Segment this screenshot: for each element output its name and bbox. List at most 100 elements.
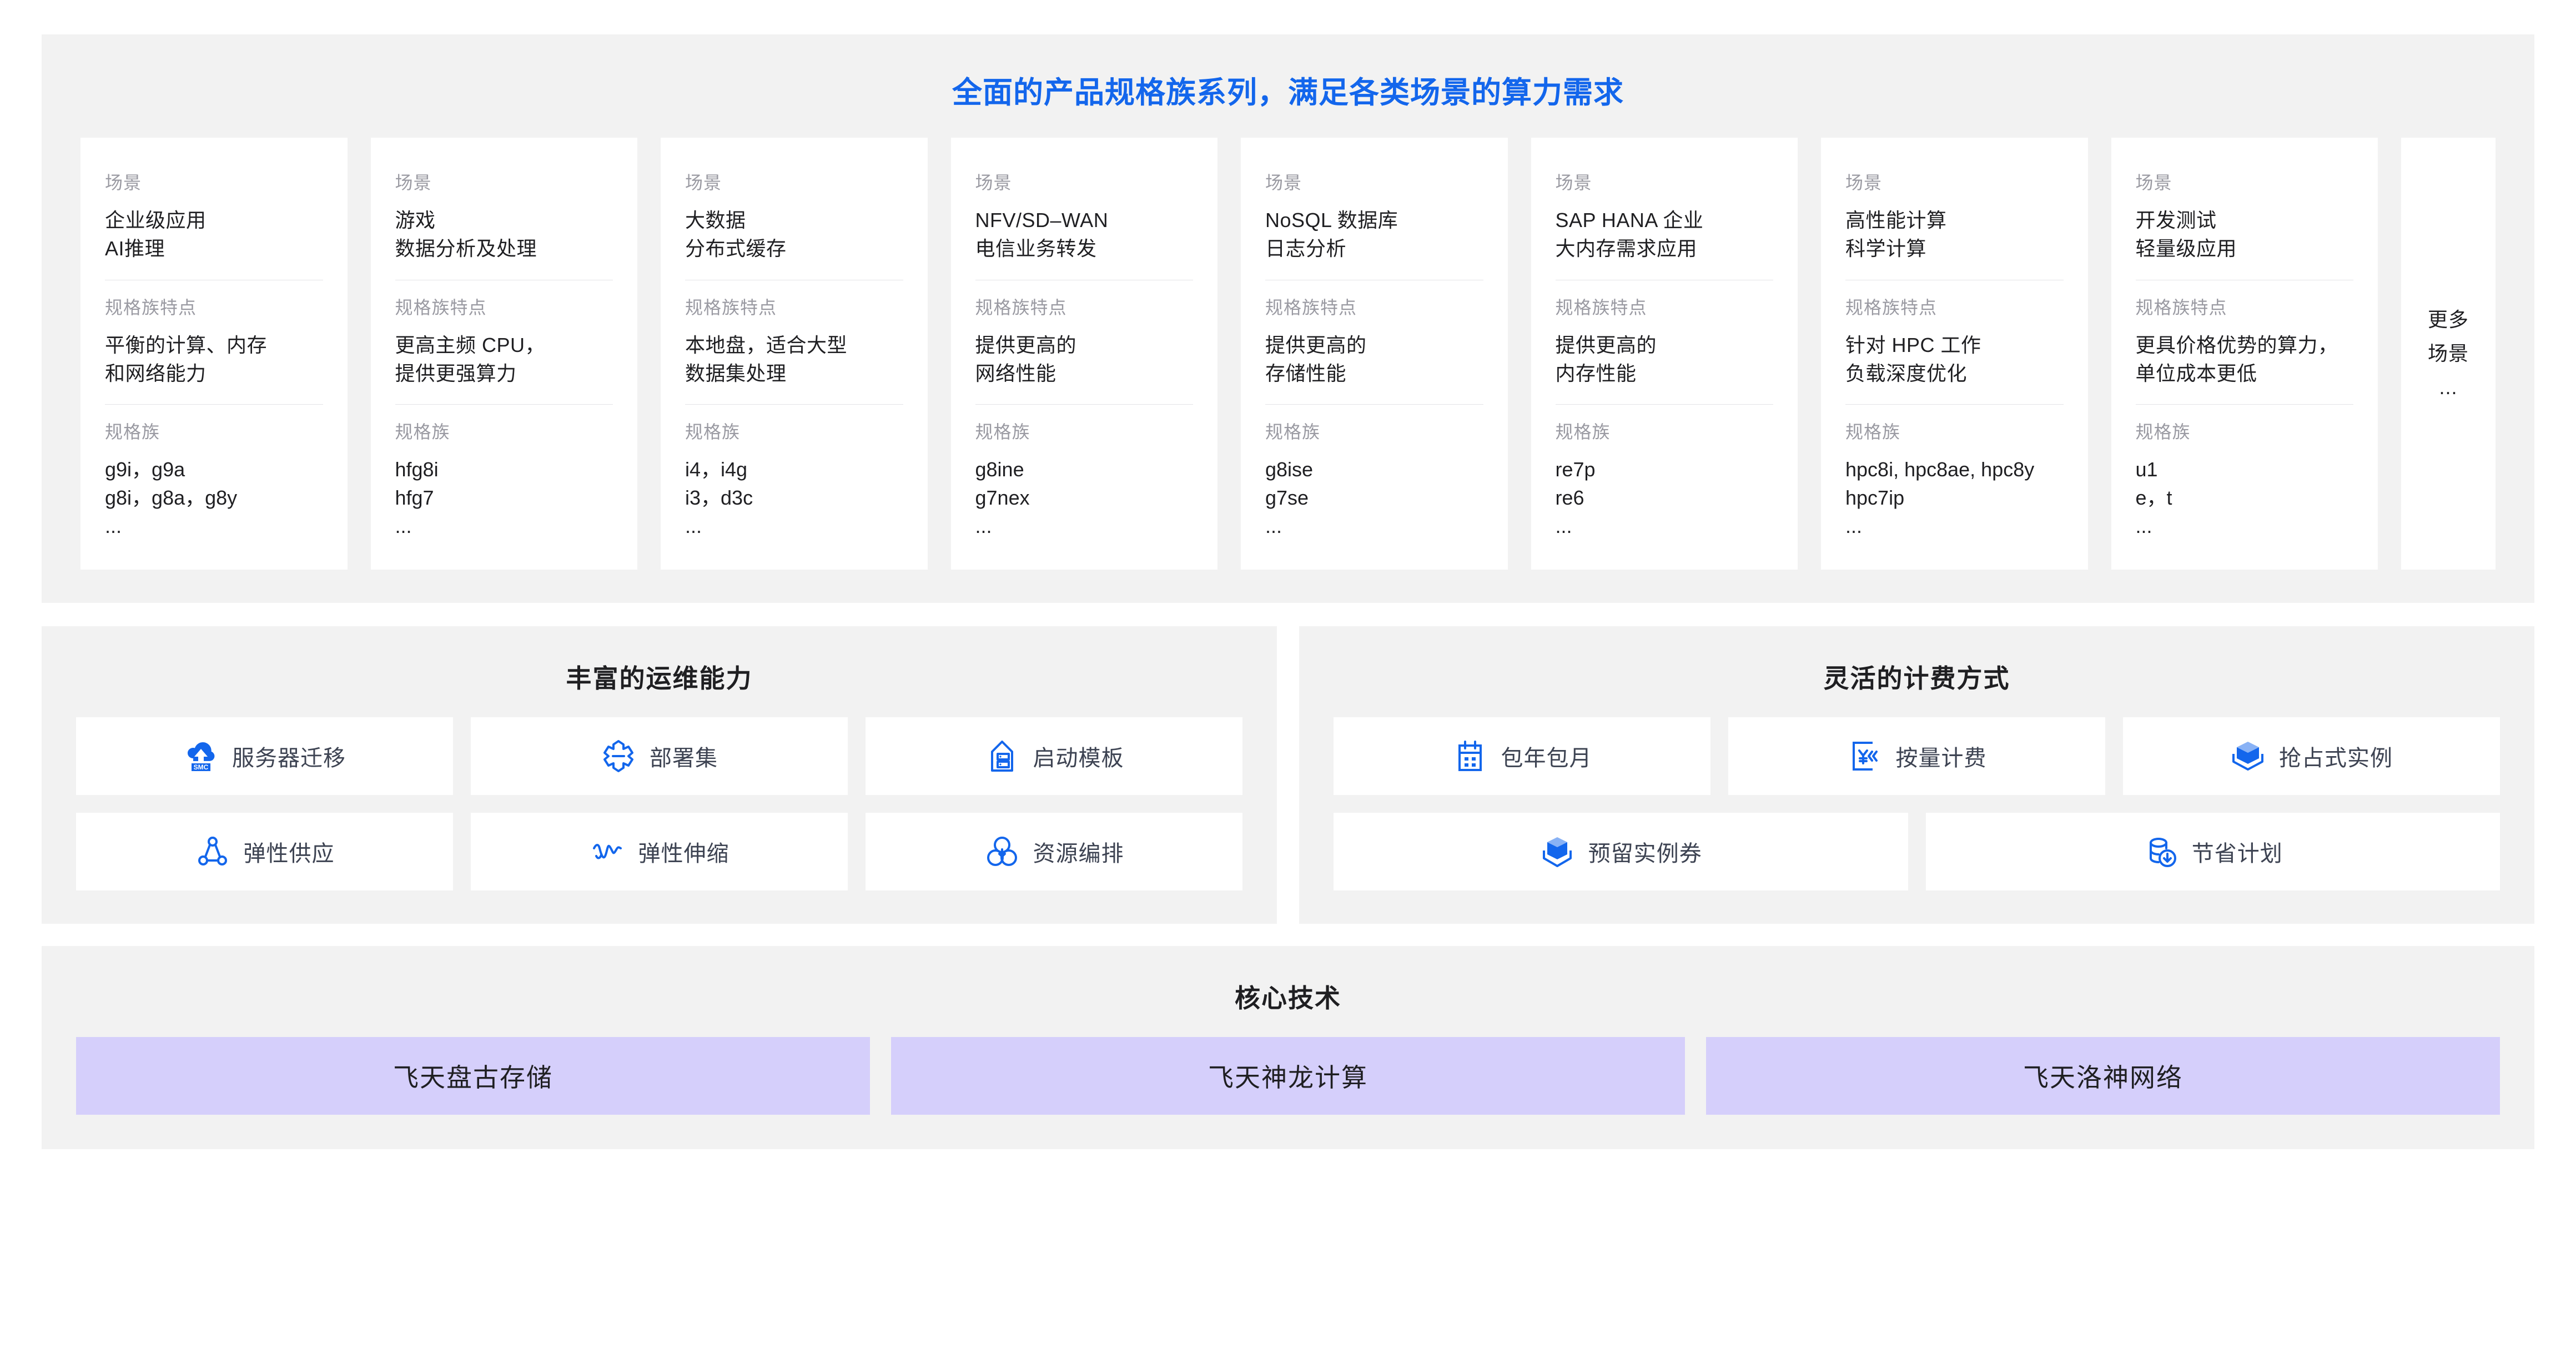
launch-template-icon (984, 738, 1020, 774)
ops-tile-deployment-set[interactable]: 部署集 (471, 717, 848, 795)
divider (975, 404, 1193, 405)
billing-tile-label: 包年包月 (1501, 746, 1592, 771)
scenario-card[interactable]: 场景 NoSQL 数据库 日志分析 规格族特点 提供更高的 存储性能 规格族 g… (1241, 138, 1508, 570)
family-value: i4，i4g i3，d3c ... (685, 458, 753, 538)
core-tech-tile-shenlong-compute[interactable]: 飞天神龙计算 (891, 1036, 1685, 1115)
billing-tile-pay-as-you-go[interactable]: 按量计费 (1728, 717, 2105, 795)
more-scenarios-card[interactable]: 更多 场景 ... (2401, 138, 2496, 570)
scenarios-panel: 全面的产品规格族系列，满足各类场景的算力需求 场景 企业级应用 AI推理 规格族… (42, 34, 2534, 603)
scenario-card[interactable]: 场景 游戏 数据分析及处理 规格族特点 更高主频 CPU， 提供更强算力 规格族… (370, 138, 637, 570)
scenario-card[interactable]: 场景 SAP HANA 企业 大内存需求应用 规格族特点 提供更高的 内存性能 … (1531, 138, 1798, 570)
feature-label: 规格族特点 (685, 297, 777, 318)
family-label: 规格族 (395, 422, 450, 442)
feature-value: 针对 HPC 工作 负载深度优化 (1845, 333, 1981, 385)
scene-value: NFV/SD–WAN 电信业务转发 (975, 209, 1109, 260)
ops-tile-label: 资源编排 (1033, 841, 1124, 866)
feature-value: 提供更高的 内存性能 (1555, 333, 1657, 385)
family-label: 规格族 (1265, 422, 1321, 442)
divider (685, 404, 903, 405)
more-scenarios-label: 更多 场景 ... (2427, 308, 2469, 399)
ops-tile-elastic-provision[interactable]: 弹性供应 (76, 812, 453, 890)
scene-value: 开发测试 轻量级应用 (2135, 209, 2237, 260)
scenario-card-row: 场景 企业级应用 AI推理 规格族特点 平衡的计算、内存 和网络能力 规格族 g… (80, 138, 2496, 570)
feature-value: 平衡的计算、内存 和网络能力 (105, 333, 268, 385)
core-tech-grid: 飞天盘古存储 飞天神龙计算 飞天洛神网络 (76, 1036, 2500, 1115)
scene-value: 游戏 数据分析及处理 (395, 209, 537, 260)
billing-tile-label: 按量计费 (1895, 746, 1987, 771)
scenario-card[interactable]: 场景 大数据 分布式缓存 规格族特点 本地盘，适合大型 数据集处理 规格族 i4… (661, 138, 928, 570)
ops-tile-auto-scaling[interactable]: 弹性伸缩 (471, 812, 848, 890)
ops-tile-grid: SMC 服务器迁移 部署集 (76, 717, 1242, 890)
core-tech-tile-label: 飞天神龙计算 (1208, 1063, 1368, 1092)
feature-label: 规格族特点 (395, 297, 487, 318)
scene-value: 企业级应用 AI推理 (105, 209, 207, 260)
billing-tile-reserved-instance[interactable]: 预留实例券 (1334, 812, 1908, 890)
feature-label: 规格族特点 (1845, 297, 1938, 318)
family-value: g8ine g7nex ... (975, 458, 1030, 538)
feature-value: 更高主频 CPU， 提供更强算力 (395, 333, 546, 385)
billing-tile-subscription[interactable]: 包年包月 (1334, 717, 1710, 795)
scene-label: 场景 (1845, 173, 1883, 193)
ops-tile-resource-orchestration[interactable]: 资源编排 (866, 812, 1242, 890)
pay-as-you-go-icon (1847, 738, 1883, 774)
billing-tile-label: 抢占式实例 (2279, 746, 2393, 771)
feature-label: 规格族特点 (975, 297, 1067, 318)
scene-label: 场景 (1265, 173, 1302, 193)
smc-cloud-upload-icon: SMC (183, 738, 219, 774)
scene-label: 场景 (2135, 173, 2172, 193)
elastic-provision-icon (195, 834, 230, 869)
ops-tile-launch-template[interactable]: 启动模板 (866, 717, 1242, 795)
billing-tile-grid: 包年包月 按量计费 (1334, 717, 2500, 890)
family-label: 规格族 (685, 422, 741, 442)
scene-value: 大数据 分布式缓存 (685, 209, 787, 260)
savings-plan-icon (2143, 834, 2178, 869)
scene-label: 场景 (1555, 173, 1592, 193)
scenario-card[interactable]: 场景 高性能计算 科学计算 规格族特点 针对 HPC 工作 负载深度优化 规格族… (1821, 138, 2088, 570)
family-value: hfg8i hfg7 ... (395, 458, 439, 538)
divider (1555, 404, 1773, 405)
ops-panel: 丰富的运维能力 SMC 服务器迁移 (42, 626, 1277, 924)
ops-tile-label: 部署集 (650, 746, 718, 771)
scene-value: NoSQL 数据库 日志分析 (1265, 209, 1398, 260)
core-tech-tile-pangu-storage[interactable]: 飞天盘古存储 (76, 1036, 870, 1115)
divider (1265, 404, 1483, 405)
billing-tile-spot-instance[interactable]: 抢占式实例 (2123, 717, 2500, 795)
family-value: u1 e，t ... (2135, 458, 2172, 538)
family-value: g9i，g9a g8i，g8a，g8y ... (105, 458, 238, 538)
core-tech-section-title: 核心技术 (1235, 983, 1341, 1013)
core-tech-panel: 核心技术 飞天盘古存储 飞天神龙计算 飞天洛神网络 (42, 945, 2534, 1149)
feature-label: 规格族特点 (105, 297, 197, 318)
family-value: re7p re6 ... (1555, 458, 1596, 538)
scene-label: 场景 (975, 173, 1012, 193)
scene-label: 场景 (105, 173, 142, 193)
divider (105, 404, 323, 405)
spot-instance-icon (2230, 738, 2266, 774)
core-tech-tile-luoshen-network[interactable]: 飞天洛神网络 (1706, 1036, 2500, 1115)
family-label: 规格族 (2135, 422, 2191, 442)
family-label: 规格族 (105, 422, 160, 442)
scenario-card[interactable]: 场景 开发测试 轻量级应用 规格族特点 更具价格优势的算力， 单位成本更低 规格… (2111, 138, 2378, 570)
scene-value: 高性能计算 科学计算 (1845, 209, 1947, 260)
scenario-card[interactable]: 场景 企业级应用 AI推理 规格族特点 平衡的计算、内存 和网络能力 规格族 g… (80, 138, 348, 570)
ops-tile-server-migration[interactable]: SMC 服务器迁移 (76, 717, 453, 795)
deployment-set-icon (601, 738, 636, 774)
billing-tile-savings-plan[interactable]: 节省计划 (1925, 812, 2500, 890)
svg-text:SMC: SMC (194, 763, 209, 771)
billing-tile-label: 预留实例券 (1588, 841, 1702, 866)
feature-label: 规格族特点 (1265, 297, 1357, 318)
billing-section-title: 灵活的计费方式 (1823, 663, 2010, 693)
calendar-subscription-icon (1452, 738, 1488, 774)
ops-tile-label: 弹性供应 (243, 841, 335, 866)
capabilities-row: 丰富的运维能力 SMC 服务器迁移 (42, 626, 2534, 924)
core-tech-tile-label: 飞天洛神网络 (2023, 1063, 2183, 1092)
auto-scaling-icon (590, 834, 625, 869)
scenario-card[interactable]: 场景 NFV/SD–WAN 电信业务转发 规格族特点 提供更高的 网络性能 规格… (950, 138, 1217, 570)
feature-value: 提供更高的 网络性能 (975, 333, 1077, 385)
ops-tile-label: 弹性伸缩 (638, 841, 729, 866)
feature-label: 规格族特点 (1555, 297, 1647, 318)
family-value: hpc8i, hpc8ae, hpc8y hpc7ip ... (1845, 458, 2035, 538)
divider (395, 404, 613, 405)
family-label: 规格族 (1555, 422, 1611, 442)
scene-label: 场景 (685, 173, 722, 193)
